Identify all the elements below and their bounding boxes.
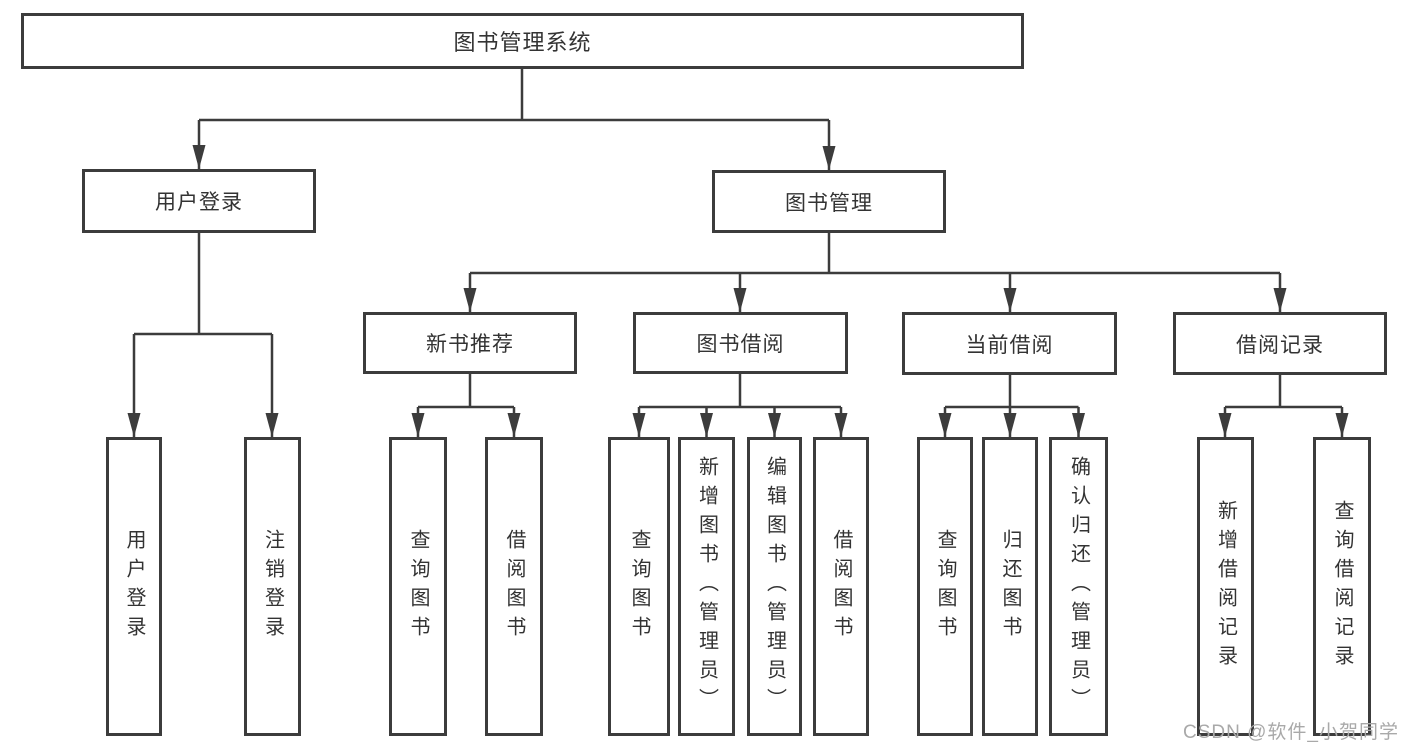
leaf-query-books-borrowing: 查询图书 — [608, 437, 670, 736]
node-book-borrowing: 图书借阅 — [633, 312, 848, 374]
node-user-login: 用户登录 — [82, 169, 316, 233]
node-label: 新书推荐 — [426, 333, 514, 356]
watermark: CSDN @软件_小贺同学 — [1183, 722, 1399, 743]
leaf-add-books-admin: 新增图书（管理员） — [678, 437, 735, 736]
node-label: 新增借阅记录 — [1214, 499, 1237, 674]
node-label: 编辑图书（管理员） — [763, 456, 786, 717]
node-label: 图书借阅 — [696, 333, 785, 356]
node-label: 确认归还（管理员） — [1067, 456, 1090, 717]
node-library-management-system: 图书管理系统 — [21, 13, 1024, 69]
node-label: 查询图书 — [934, 528, 956, 645]
node-label: 借阅图书 — [830, 528, 852, 645]
node-book-management: 图书管理 — [712, 170, 946, 233]
node-label: 图书管理系统 — [453, 30, 592, 55]
node-label: 注销登录 — [261, 528, 284, 645]
node-label: 查询图书 — [628, 528, 650, 645]
node-label: 图书管理 — [785, 191, 873, 215]
leaf-logout: 注销登录 — [244, 437, 301, 736]
leaf-query-books-recommendation: 查询图书 — [389, 437, 447, 736]
node-label: 新增图书（管理员） — [695, 456, 718, 717]
node-label: 借阅图书 — [503, 528, 525, 645]
leaf-query-borrow-record: 查询借阅记录 — [1313, 437, 1371, 736]
node-new-book-recommendation: 新书推荐 — [363, 312, 577, 374]
node-label: 归还图书 — [999, 528, 1021, 645]
leaf-confirm-return-admin: 确认归还（管理员） — [1049, 437, 1108, 736]
leaf-return-books: 归还图书 — [982, 437, 1038, 736]
leaf-user-login: 用户登录 — [106, 437, 162, 736]
node-label: 查询图书 — [407, 528, 429, 645]
node-label: 用户登录 — [123, 528, 145, 645]
leaf-borrow-books: 借阅图书 — [813, 437, 869, 736]
node-borrowing-records: 借阅记录 — [1173, 312, 1387, 375]
leaf-borrow-books-recommendation: 借阅图书 — [485, 437, 543, 736]
node-current-borrowing: 当前借阅 — [902, 312, 1117, 375]
leaf-add-borrow-record: 新增借阅记录 — [1197, 437, 1254, 736]
leaf-edit-books-admin: 编辑图书（管理员） — [747, 437, 802, 736]
node-label: 借阅记录 — [1236, 333, 1324, 357]
node-label: 查询借阅记录 — [1331, 499, 1353, 674]
node-label: 当前借阅 — [965, 333, 1054, 357]
node-label: 用户登录 — [155, 191, 243, 214]
arrowheads — [127, 145, 1349, 437]
leaf-query-books-current: 查询图书 — [917, 437, 973, 736]
